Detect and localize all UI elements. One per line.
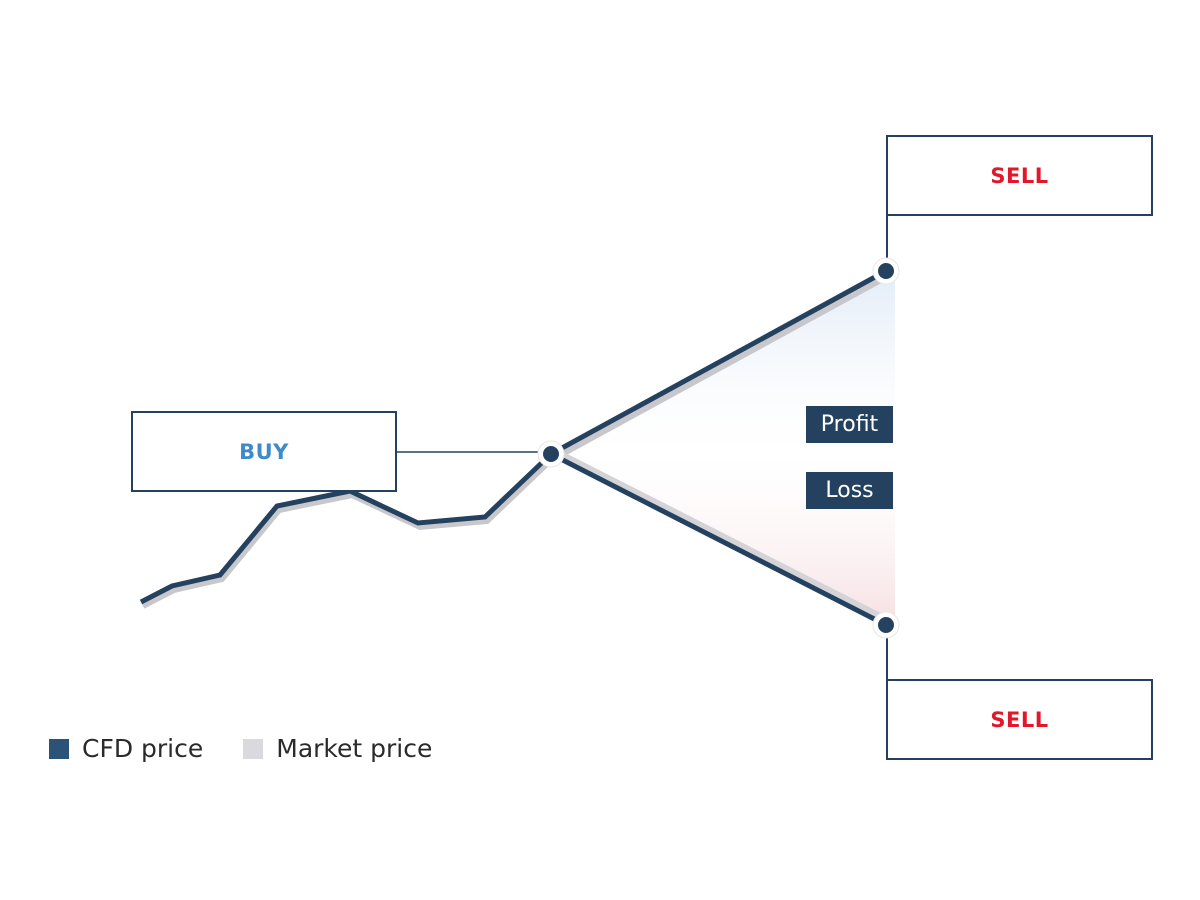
entry-point-marker — [537, 440, 565, 468]
loss-label: Loss — [825, 478, 874, 503]
market-price-profit-branch — [551, 273, 890, 462]
cfd-loss-branch — [549, 451, 888, 628]
legend: CFD price Market price — [49, 734, 472, 763]
cfd-price-line — [139, 452, 553, 605]
legend-item-cfd-price: CFD price — [49, 734, 203, 763]
market-price-swatch-icon — [243, 738, 264, 759]
profit-tag: Profit — [806, 406, 893, 443]
profit-exit-marker — [872, 257, 900, 285]
legend-label: Market price — [276, 734, 433, 763]
cfd-price-swatch-icon — [49, 738, 69, 759]
buy-label: BUY — [239, 439, 289, 464]
buy-box: BUY — [131, 411, 397, 492]
sell-top-box: SELL — [886, 135, 1153, 216]
market-price-line — [141, 455, 556, 609]
loss-tag: Loss — [806, 472, 893, 509]
market-price-loss-branch — [551, 447, 890, 623]
sell-bottom-label: SELL — [990, 707, 1049, 732]
sell-top-label: SELL — [990, 163, 1049, 188]
legend-item-market-price: Market price — [243, 734, 432, 763]
profit-label: Profit — [820, 412, 879, 437]
cfd-profit-branch — [549, 268, 888, 457]
loss-exit-marker — [872, 611, 900, 639]
sell-bottom-box: SELL — [886, 679, 1153, 760]
legend-label: CFD price — [82, 734, 204, 763]
